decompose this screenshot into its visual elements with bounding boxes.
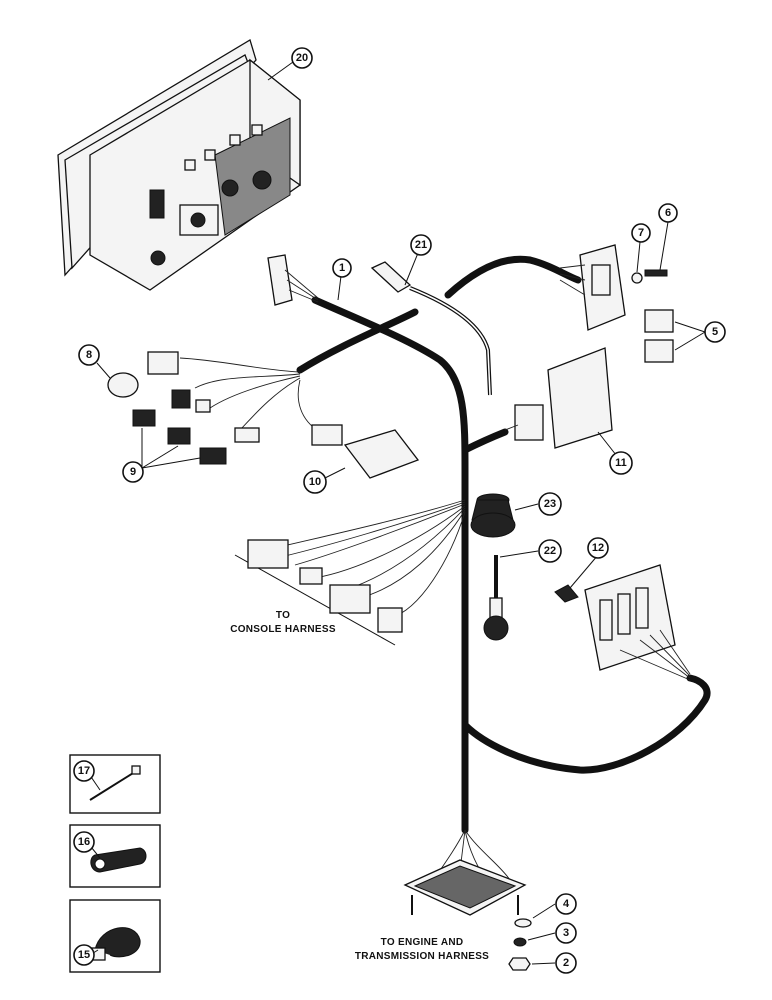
- console-label-line1: TO: [276, 610, 290, 621]
- fuse-block: [554, 564, 691, 681]
- svg-text:7: 7: [638, 227, 644, 239]
- engine-label-line1: TO ENGINE AND: [381, 937, 464, 948]
- engine-label-line2: TRANSMISSION HARNESS: [355, 951, 489, 962]
- callout-17: 17: [73, 760, 95, 782]
- callout-11: 11: [609, 451, 633, 475]
- svg-text:11: 11: [615, 457, 627, 469]
- connector-top: [267, 254, 319, 306]
- callout-16: 16: [73, 831, 95, 853]
- callout-1: 1: [332, 258, 352, 278]
- svg-text:23: 23: [544, 498, 556, 510]
- console-label-line2: CONSOLE HARNESS: [230, 624, 336, 635]
- callout-4: 4: [555, 893, 577, 915]
- svg-text:20: 20: [296, 52, 308, 64]
- svg-text:10: 10: [309, 476, 321, 488]
- callout-23: 23: [538, 492, 562, 516]
- callout-21: 21: [410, 234, 432, 256]
- callout-5: 5: [704, 321, 726, 343]
- callout-2: 2: [555, 952, 577, 974]
- svg-text:17: 17: [78, 765, 90, 777]
- callout-15: 15: [73, 944, 95, 966]
- svg-text:6: 6: [665, 207, 671, 219]
- sender-cable: [370, 261, 492, 396]
- left-connectors: [107, 351, 420, 479]
- console-harness-wires: [234, 499, 466, 646]
- svg-text:21: 21: [415, 239, 427, 251]
- svg-text:5: 5: [712, 326, 718, 338]
- callout-8: 8: [78, 344, 100, 366]
- svg-text:9: 9: [130, 466, 136, 478]
- svg-text:16: 16: [78, 836, 90, 848]
- callout-20: 20: [291, 47, 313, 69]
- relay-assembly: [559, 244, 674, 363]
- svg-text:2: 2: [563, 957, 569, 969]
- svg-text:12: 12: [592, 542, 604, 554]
- bellows-boot: [470, 493, 516, 538]
- callout-22: 22: [538, 539, 562, 563]
- callout-7: 7: [631, 223, 651, 243]
- hardware-nuts-washers: [508, 918, 532, 971]
- switch-sender: [483, 555, 509, 641]
- svg-text:1: 1: [339, 262, 345, 274]
- svg-text:3: 3: [563, 927, 569, 939]
- fuse-module: [504, 347, 613, 449]
- main-harness: [296, 255, 711, 834]
- svg-text:15: 15: [78, 949, 90, 961]
- instrument-cluster: [57, 39, 301, 291]
- inset-clamp: [69, 824, 161, 888]
- svg-text:4: 4: [563, 898, 570, 910]
- svg-text:8: 8: [86, 349, 92, 361]
- bulkhead-connector: [403, 829, 527, 916]
- callout-10: 10: [303, 470, 327, 494]
- callout-12: 12: [587, 537, 609, 559]
- callout-3: 3: [555, 922, 577, 944]
- callout-9: 9: [122, 461, 144, 483]
- svg-text:22: 22: [544, 545, 556, 557]
- callout-6: 6: [658, 203, 678, 223]
